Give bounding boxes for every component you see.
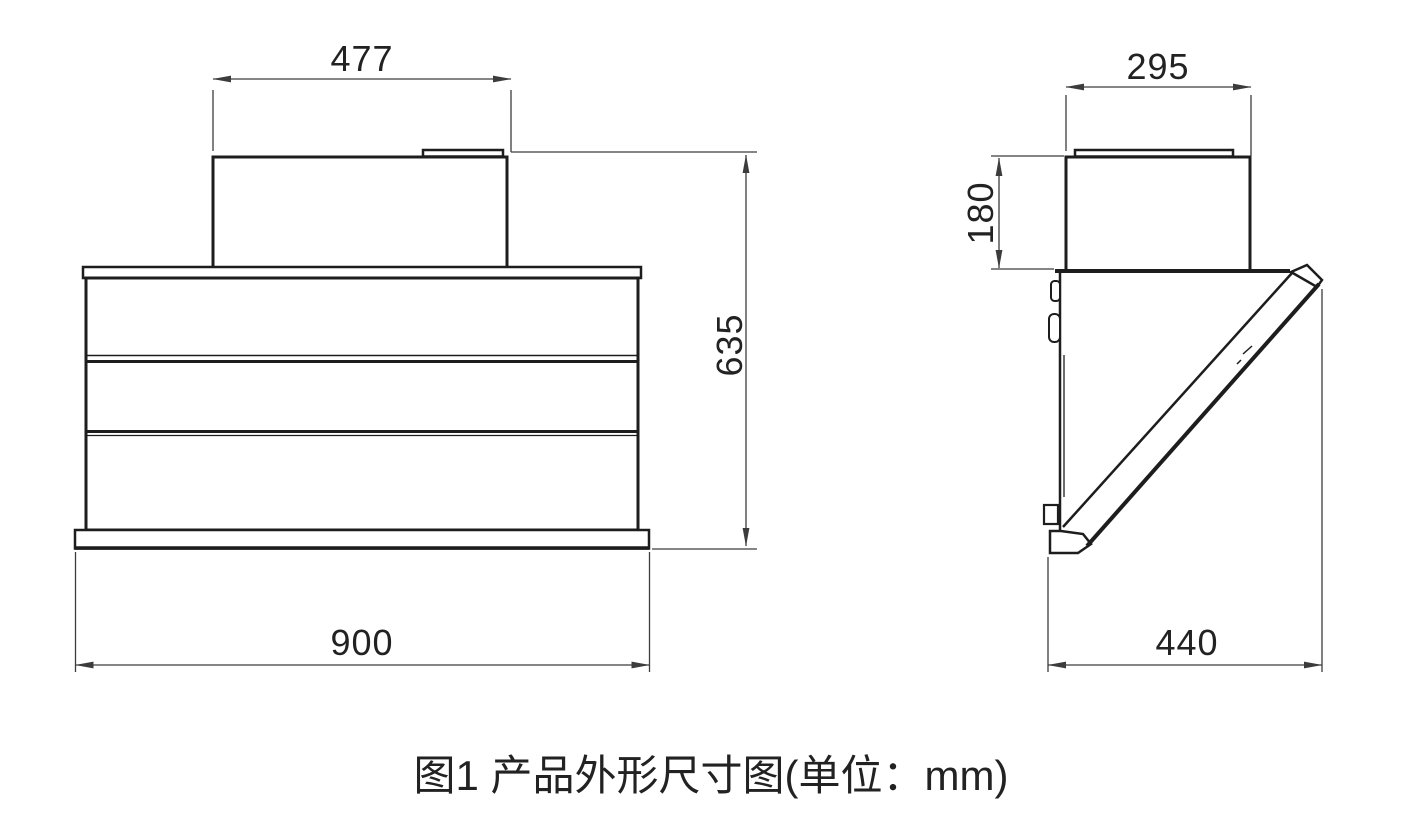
side-mount-bump-2: [1048, 313, 1061, 343]
dim-label-duct-depth: 295: [1126, 46, 1189, 87]
side-dim-440: 440: [1047, 289, 1323, 672]
front-duct-outline: [211, 155, 509, 268]
dim-label-overall-width: 900: [330, 622, 393, 663]
dim-label-duct-height: 180: [960, 181, 1001, 244]
dim-label-overall-height: 635: [709, 313, 750, 376]
front-base-strip: [73, 528, 651, 550]
side-duct-flange: [1073, 148, 1235, 158]
side-dim-180: 180: [960, 155, 1064, 270]
front-body-panel: [84, 276, 640, 532]
front-dim-635: 635: [511, 151, 757, 550]
side-glass-inner-edge: [1062, 272, 1293, 528]
front-view: 477 635 900: [73, 38, 757, 672]
side-glass-tick-1: [1242, 345, 1253, 355]
side-bottom-tab: [1042, 503, 1060, 526]
side-glass-tick-2: [1236, 359, 1242, 365]
side-view: 295 180 440: [960, 46, 1324, 672]
side-duct-outline: [1064, 155, 1252, 269]
figure-caption: 图1 产品外形尺寸图(单位：mm): [414, 752, 1009, 799]
side-glass-outer-edge: [1085, 282, 1321, 548]
front-duct-flange: [421, 148, 505, 158]
side-foot-bracket: [1048, 529, 1093, 555]
dim-label-overall-depth: 440: [1155, 622, 1218, 663]
side-mount-bump-1: [1050, 280, 1061, 302]
front-dim-900: 900: [74, 552, 651, 672]
side-glass-top-cap: [1288, 263, 1324, 289]
front-dim-477: 477: [212, 38, 512, 152]
dim-label-duct-width: 477: [330, 38, 393, 79]
front-body-top-strip: [81, 265, 643, 280]
side-dim-295: 295: [1065, 46, 1252, 156]
